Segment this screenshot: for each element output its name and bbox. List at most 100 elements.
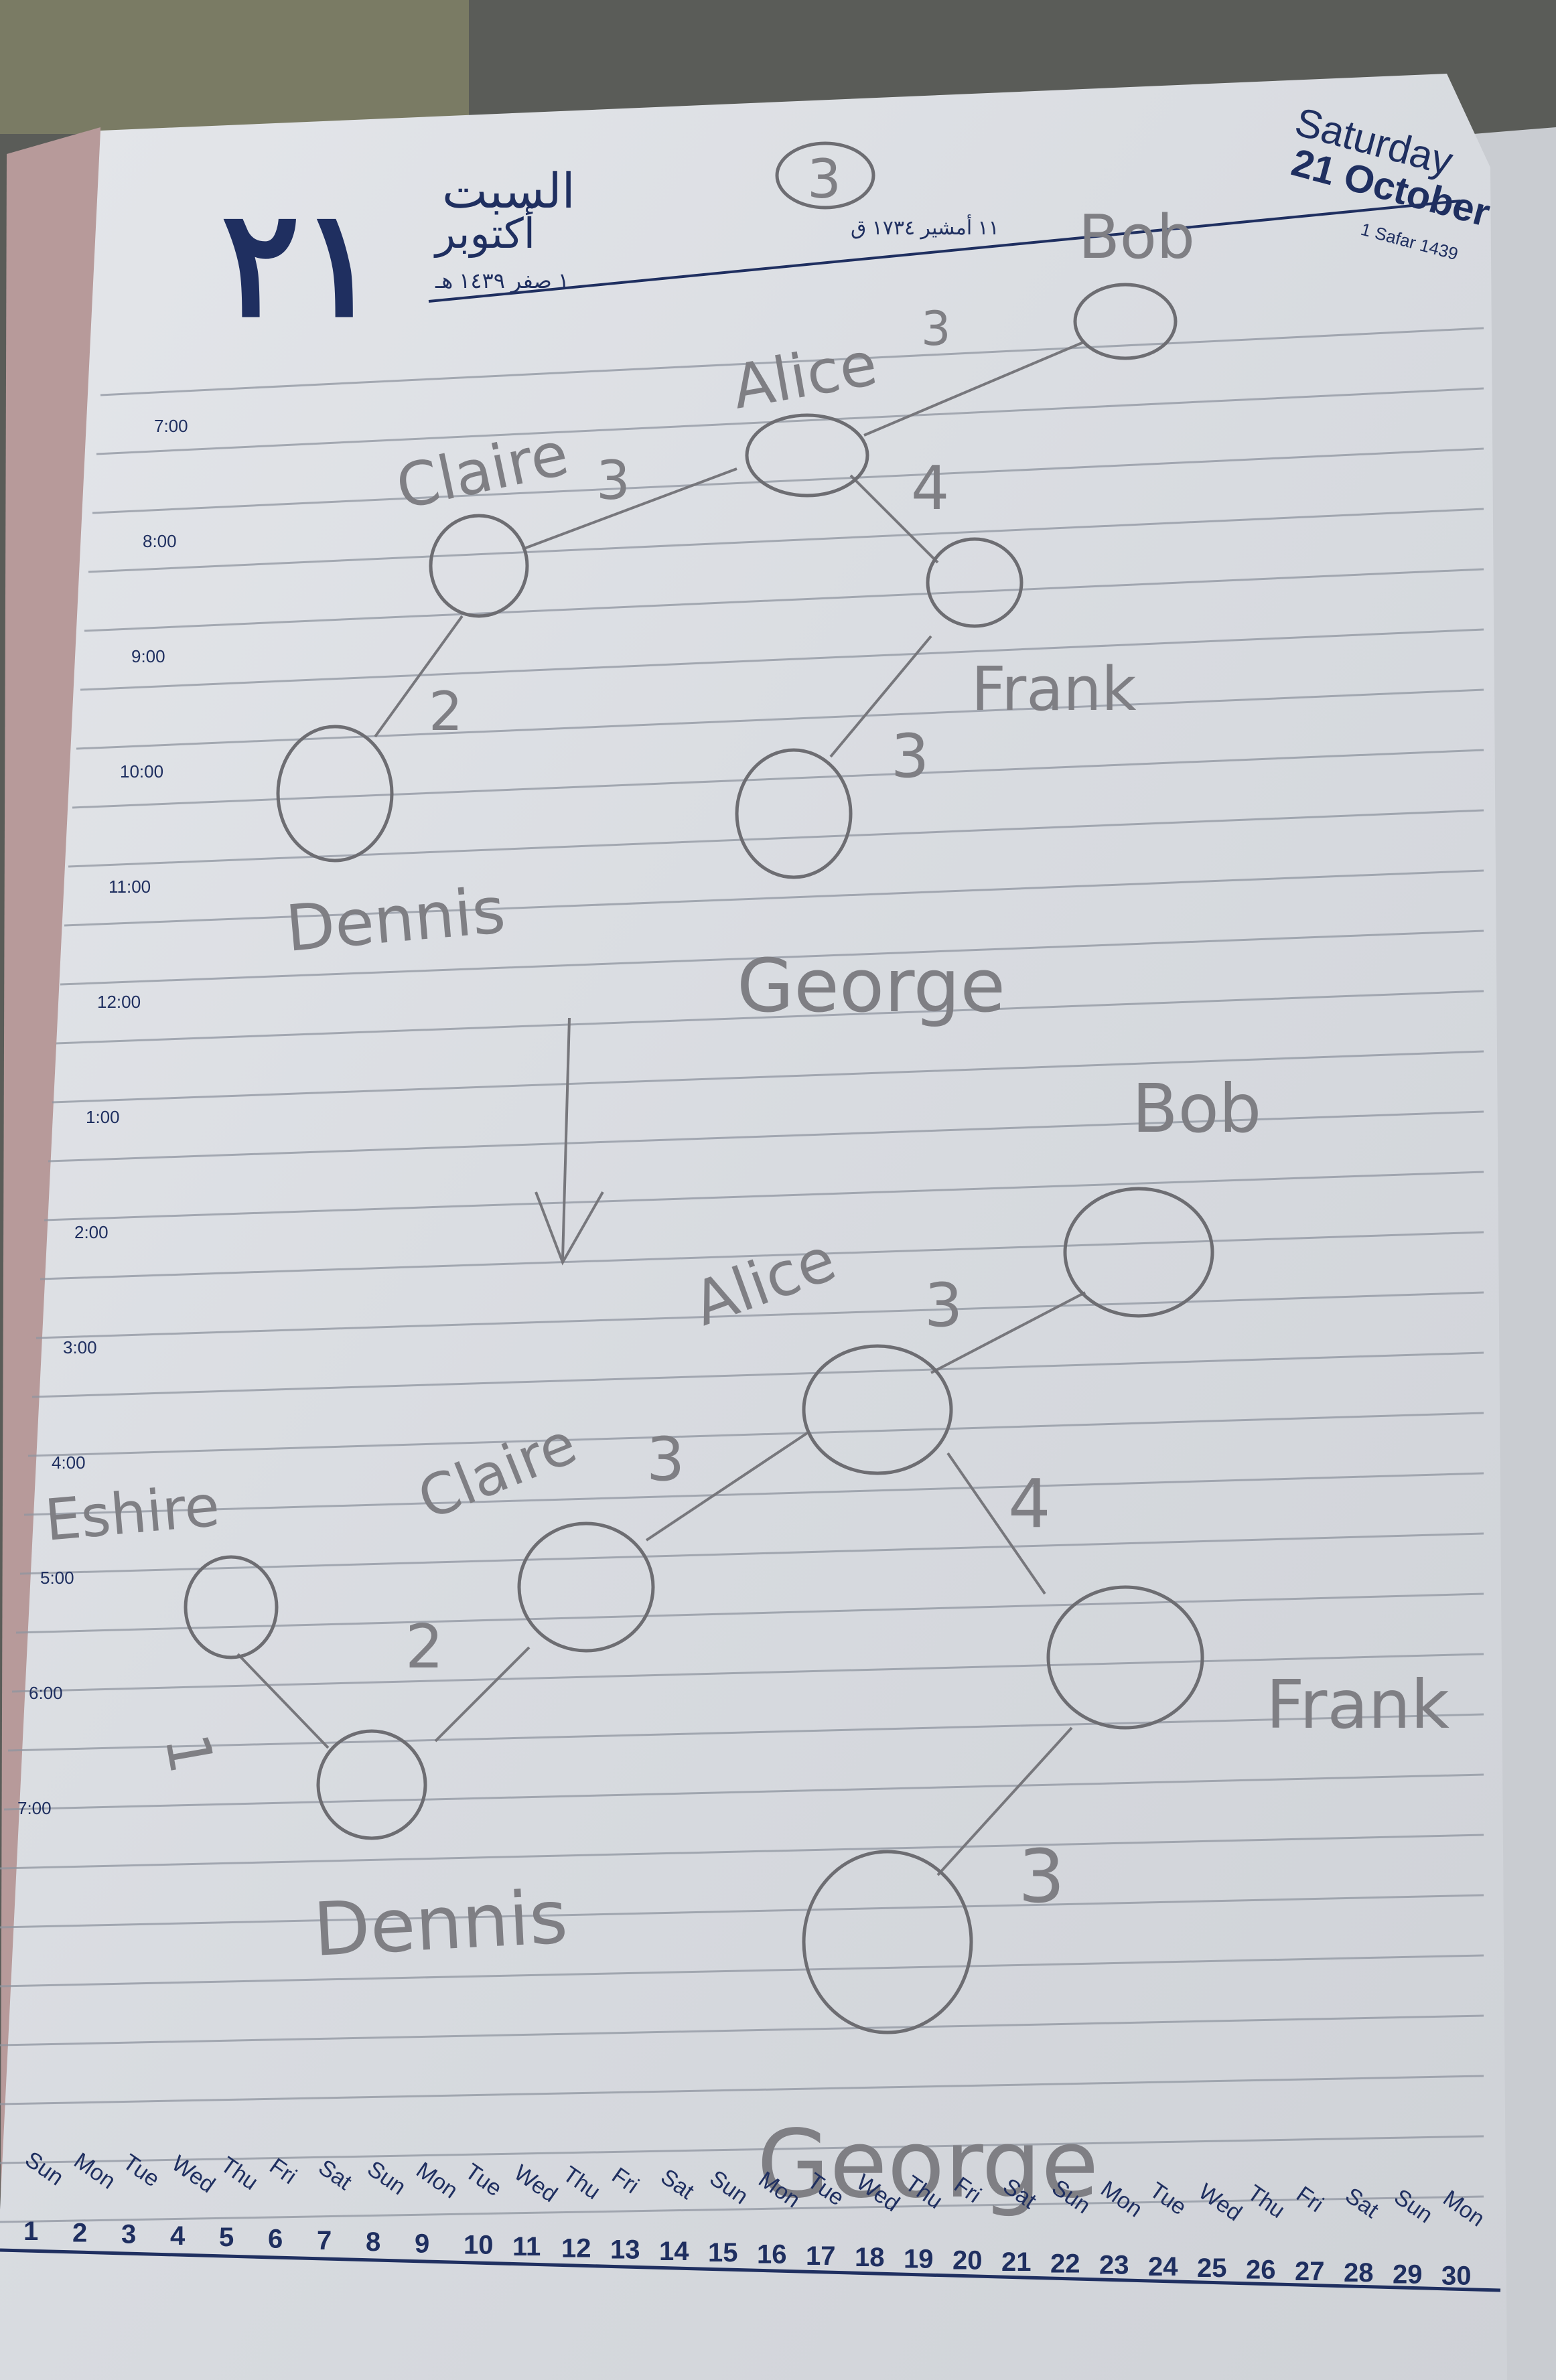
- calendar-day: 15: [708, 2238, 738, 2267]
- calendar-day: 13: [610, 2235, 640, 2265]
- ruled-line: [0, 2195, 1484, 2223]
- ruled-line: [52, 1050, 1484, 1104]
- calendar-day: 21: [1001, 2247, 1032, 2277]
- label2-george: George: [757, 2110, 1099, 2219]
- calendar-day: 17: [806, 2241, 836, 2271]
- calendar-day: 1: [23, 2217, 38, 2246]
- time-label: 9:00: [131, 646, 165, 666]
- time-label: 10:00: [120, 761, 163, 782]
- ruled-line: [76, 688, 1484, 750]
- ruled-line: [88, 508, 1484, 573]
- ruled-line: [48, 1110, 1484, 1163]
- time-label: 4:00: [52, 1453, 86, 1473]
- edge2-alice-bob: [930, 1291, 1086, 1374]
- ruled-line: [15, 1592, 1484, 1634]
- time-label: 6:00: [29, 1683, 63, 1703]
- calendar-day: 30: [1441, 2261, 1472, 2291]
- ruled-line: [0, 2075, 1484, 2105]
- ruled-line: [68, 809, 1484, 868]
- calendar-day: 11: [512, 2232, 541, 2261]
- calendar-day: 25: [1197, 2253, 1227, 2283]
- weight-alice-frank: 4: [911, 453, 949, 524]
- calendar-day: 27: [1295, 2257, 1325, 2286]
- calendar-day: 8: [366, 2227, 380, 2257]
- weight2-frank-george: 3: [1018, 1834, 1065, 1919]
- calendar-day: 28: [1344, 2258, 1374, 2288]
- ruled-line: [23, 1472, 1484, 1516]
- weight-claire-dennis: 2: [429, 680, 463, 743]
- weight-alice-claire: 3: [596, 449, 630, 512]
- weight-frank-george: 3: [891, 721, 929, 792]
- time-label: 5:00: [40, 1568, 74, 1588]
- node2-claire: [517, 1521, 655, 1653]
- node2-bob: [1063, 1187, 1214, 1318]
- calendar-day: 16: [757, 2240, 787, 2270]
- other-date-arabic: ١١ أمشير ١٧٣٤ ق: [851, 214, 999, 240]
- node2-alice: [802, 1344, 953, 1475]
- diagram-before: Bob Alice Claire Frank Dennis George 3 3…: [276, 202, 1195, 1029]
- ruled-line: [96, 387, 1484, 455]
- time-label: 1:00: [86, 1107, 120, 1127]
- calendar-day: 4: [170, 2221, 186, 2251]
- arabic-weekday: السبت: [442, 165, 575, 218]
- ruled-line: [60, 929, 1484, 986]
- calendar-day: 19: [904, 2244, 934, 2274]
- ruled-line: [64, 869, 1484, 927]
- node-alice: [745, 413, 869, 498]
- ruled-line: [7, 1713, 1484, 1752]
- calendar-day: 26: [1246, 2255, 1276, 2285]
- ruled-line: [80, 628, 1484, 691]
- ruled-lines: [0, 327, 1484, 2223]
- time-label: 11:00: [109, 877, 151, 897]
- calendar-day: 24: [1148, 2252, 1178, 2282]
- weight2-claire-dennis: 2: [405, 1612, 443, 1682]
- ruled-line: [92, 447, 1484, 514]
- time-label: 2:00: [74, 1222, 109, 1242]
- time-label: 7:00: [154, 416, 188, 436]
- time-label: 12:00: [97, 992, 141, 1012]
- label2-frank: Frank: [1266, 1665, 1449, 1744]
- label-george: George: [737, 943, 1005, 1029]
- weight2-alice-claire: 3: [646, 1424, 685, 1495]
- edge2-alice-frank: [946, 1452, 1046, 1595]
- edge2-eshire-dennis: [236, 1653, 330, 1749]
- diary-paper: [0, 74, 1507, 2380]
- label2-bob: Bob: [1132, 1069, 1261, 1148]
- ruled-line: [0, 1894, 1484, 1929]
- node2-george: [802, 1850, 973, 2034]
- ruled-line: [0, 1834, 1484, 1870]
- ruled-line: [19, 1532, 1484, 1575]
- weight-alice-bob: 3: [921, 301, 951, 356]
- calendar-day: 5: [219, 2223, 234, 2252]
- node2-dennis: [316, 1729, 427, 1840]
- node-claire: [429, 514, 529, 618]
- calendar-day: 12: [561, 2233, 591, 2263]
- ruled-line: [3, 1773, 1484, 1811]
- edge2-alice-claire: [645, 1432, 808, 1542]
- weight2-alice-frank: 4: [1008, 1465, 1051, 1543]
- ruled-line: [40, 1231, 1484, 1280]
- calendar-day: 7: [317, 2226, 332, 2255]
- time-label: 7:00: [17, 1798, 52, 1818]
- edge-claire-dennis: [374, 615, 464, 738]
- calendar-day: 23: [1099, 2251, 1129, 2280]
- page-number-circled: 3: [807, 148, 841, 210]
- ruled-line: [0, 2014, 1484, 2047]
- ruled-line: [0, 2135, 1484, 2164]
- calendar-day: 14: [659, 2237, 689, 2266]
- calendar-day: 20: [952, 2246, 983, 2276]
- time-label: 8:00: [143, 531, 177, 551]
- calendar-day: 10: [464, 2231, 494, 2260]
- ruled-line: [27, 1412, 1484, 1457]
- edge2-claire-dennis: [434, 1646, 531, 1742]
- calendar-day: 9: [415, 2229, 429, 2258]
- calendar-day: 2: [72, 2218, 87, 2247]
- edge-frank-george: [829, 635, 932, 758]
- ruled-line: [100, 327, 1484, 396]
- edge-alice-claire: [522, 467, 737, 550]
- ruled-line: [0, 1954, 1484, 1988]
- date-number-arabic: ٢١: [221, 181, 379, 346]
- ruled-line: [56, 990, 1484, 1045]
